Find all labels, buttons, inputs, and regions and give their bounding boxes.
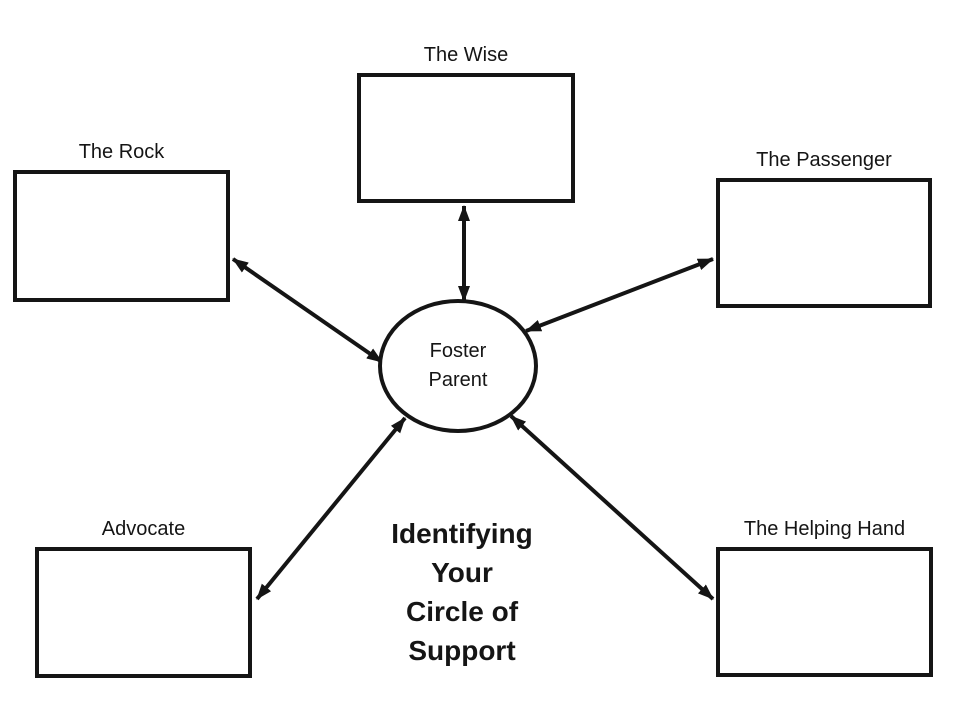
arrow-advocate-fosterparent [255, 416, 407, 601]
node-the-rock: The Rock [13, 139, 230, 302]
node-label-advocate: Advocate [101, 518, 186, 540]
arrow-helpinghand-fosterparent [509, 414, 715, 601]
center-node-line2: Parent [428, 369, 488, 391]
slide-title: Identifying Your Circle of Support [332, 514, 592, 670]
node-label-the-rock: The Rock [78, 141, 165, 163]
node-box-the-wise [357, 73, 575, 203]
node-the-wise: The Wise [357, 42, 575, 203]
slide-title-line1: Identifying [391, 518, 533, 549]
node-advocate: Advocate [35, 516, 252, 678]
arrow-rock-fosterparent [231, 257, 384, 364]
slide-title-line4: Support [408, 635, 516, 666]
node-box-advocate [35, 547, 252, 678]
slide-title-line2: Your [431, 557, 493, 588]
node-box-the-rock [13, 170, 230, 302]
node-box-the-helping-hand [716, 547, 933, 677]
node-label-the-wise: The Wise [423, 44, 509, 66]
arrow-passenger-fosterparent [525, 257, 714, 333]
node-label-the-helping-hand: The Helping Hand [743, 518, 906, 540]
node-the-helping-hand: The Helping Hand [716, 516, 933, 677]
node-label-the-passenger: The Passenger [756, 149, 892, 171]
center-node-line1: Foster [429, 340, 487, 362]
center-node-foster-parent: Foster Parent [378, 299, 538, 433]
slide-title-line3: Circle of [405, 596, 519, 627]
node-box-the-passenger [716, 178, 932, 308]
node-the-passenger: The Passenger [716, 147, 932, 308]
